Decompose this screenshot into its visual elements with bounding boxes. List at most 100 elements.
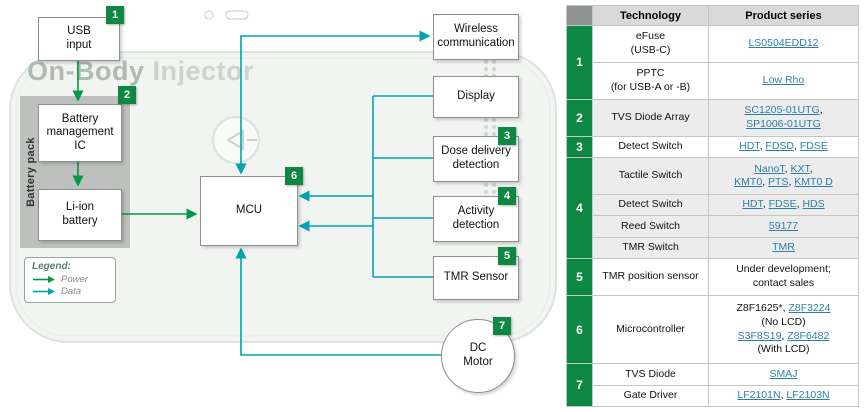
power-arrow-icon	[33, 275, 55, 283]
product-link[interactable]: FDSE	[768, 198, 797, 211]
product-link[interactable]: TMR	[772, 241, 795, 254]
product-link[interactable]: FDSE	[799, 140, 828, 153]
product-text: ,	[819, 104, 823, 117]
product-link[interactable]: LF2103N	[786, 388, 830, 401]
product-series-cell: HDT, FDSD, FDSE	[708, 135, 859, 159]
block-mcu: MCU	[200, 176, 298, 246]
product-link[interactable]: Low Rho	[762, 74, 805, 87]
watermark-on-body: On-Body	[27, 56, 145, 86]
technology-cell: Microcontroller	[592, 295, 709, 365]
technology-cell: TVS Diode	[592, 363, 709, 386]
legend: Legend: Power Data	[24, 257, 116, 303]
product-link[interactable]: HDT	[742, 198, 763, 211]
col-header-product-series: Product series	[708, 5, 859, 26]
group-number-cell: 6	[566, 295, 593, 365]
product-link[interactable]: SMAJ	[769, 367, 798, 380]
technology-cell: Detect Switch	[592, 194, 709, 217]
group-number-cell: 3	[566, 135, 593, 159]
block-li-ion-battery: Li-ion battery	[38, 189, 122, 241]
col-header-technology: Technology	[592, 5, 709, 26]
product-text: Under development;	[736, 263, 831, 276]
product-link[interactable]: Z8F6482	[787, 329, 830, 342]
table-header-row: Technology Product series	[566, 5, 859, 26]
product-link[interactable]: PTS	[768, 176, 789, 189]
product-link[interactable]: LS0504EDD12	[748, 37, 819, 50]
technology-cell: TMR Switch	[592, 236, 709, 260]
connection-lines	[72, 30, 441, 356]
badge-7: 7	[493, 317, 511, 335]
product-series-cell: TMR	[708, 236, 859, 260]
badge-1: 1	[106, 6, 124, 24]
product-series-cell: HDT, FDSE, HDS	[708, 194, 859, 217]
product-text: ,	[794, 140, 800, 153]
table-corner-cell	[566, 5, 593, 26]
group-number-cell: 1	[566, 25, 593, 100]
data-arrow-icon	[33, 287, 55, 295]
product-text: ,	[796, 198, 803, 211]
badge-6: 6	[285, 167, 303, 185]
technology-cell: TMR position sensor	[592, 258, 709, 297]
group-number-cell: 7	[566, 363, 593, 407]
product-link[interactable]: KMT0	[734, 176, 763, 189]
group-number-cell: 4	[566, 157, 593, 260]
product-series-cell: SMAJ	[708, 363, 859, 386]
product-link[interactable]: FDSD	[765, 140, 794, 153]
product-link[interactable]: SC1205-01UTG	[744, 104, 820, 117]
technology-cell: PPTC (for USB-A or -B)	[592, 61, 709, 100]
product-link[interactable]: HDT	[739, 140, 760, 153]
product-link[interactable]: SP1006-01UTG	[746, 117, 821, 130]
block-display: Display	[433, 76, 519, 118]
vent-hole	[204, 10, 214, 20]
legend-item-data: Data	[32, 285, 108, 297]
block-wireless-communication: Wireless communication	[433, 14, 519, 60]
product-link[interactable]: HDS	[802, 198, 825, 211]
product-link[interactable]: KXT	[790, 162, 810, 175]
technology-cell: Detect Switch	[592, 135, 709, 159]
product-text: ,	[781, 329, 788, 342]
product-text: (With LCD)	[757, 343, 810, 356]
product-series-cell: Under development;contact sales	[708, 258, 859, 297]
product-link[interactable]: Z8F3224	[788, 302, 831, 315]
product-series-cell: NanoT, KXT,KMT0, PTS, KMT0 D	[708, 157, 859, 196]
product-link[interactable]: NanoT	[754, 162, 785, 175]
badge-5: 5	[498, 247, 516, 265]
technology-cell: Gate Driver	[592, 384, 709, 408]
product-link[interactable]: S3F8S19	[737, 329, 782, 342]
product-series-cell: Low Rho	[708, 61, 859, 100]
product-link[interactable]: LF2101N	[737, 388, 781, 401]
legend-data-label: Data	[61, 285, 82, 297]
product-text: ,	[788, 176, 795, 189]
product-link[interactable]: 59177	[768, 219, 799, 232]
product-series-cell: 59177	[708, 215, 859, 238]
product-text: ,	[780, 388, 787, 401]
product-link[interactable]: KMT0 D	[794, 176, 833, 189]
product-text: ,	[759, 140, 766, 153]
badge-3: 3	[498, 127, 516, 145]
product-series-cell: Z8F1625*, Z8F3224(No LCD)S3F8S19, Z8F648…	[708, 295, 859, 365]
badge-4: 4	[498, 187, 516, 205]
legend-power-label: Power	[61, 273, 88, 285]
legend-title: Legend:	[32, 261, 71, 272]
product-series-cell: LF2101N, LF2103N	[708, 384, 859, 408]
vent-slot	[225, 10, 249, 20]
technology-cell: TVS Diode Array	[592, 98, 709, 137]
group-number-cell: 2	[566, 98, 593, 137]
product-text: ,	[809, 162, 813, 175]
product-text: ,	[762, 176, 769, 189]
line-mcu-wireless	[235, 30, 431, 175]
product-text: ,	[762, 198, 769, 211]
block-usb-input: USB input	[38, 17, 120, 61]
speaker-dots	[483, 59, 497, 195]
line-dcmotor-to-mcu	[235, 247, 441, 356]
